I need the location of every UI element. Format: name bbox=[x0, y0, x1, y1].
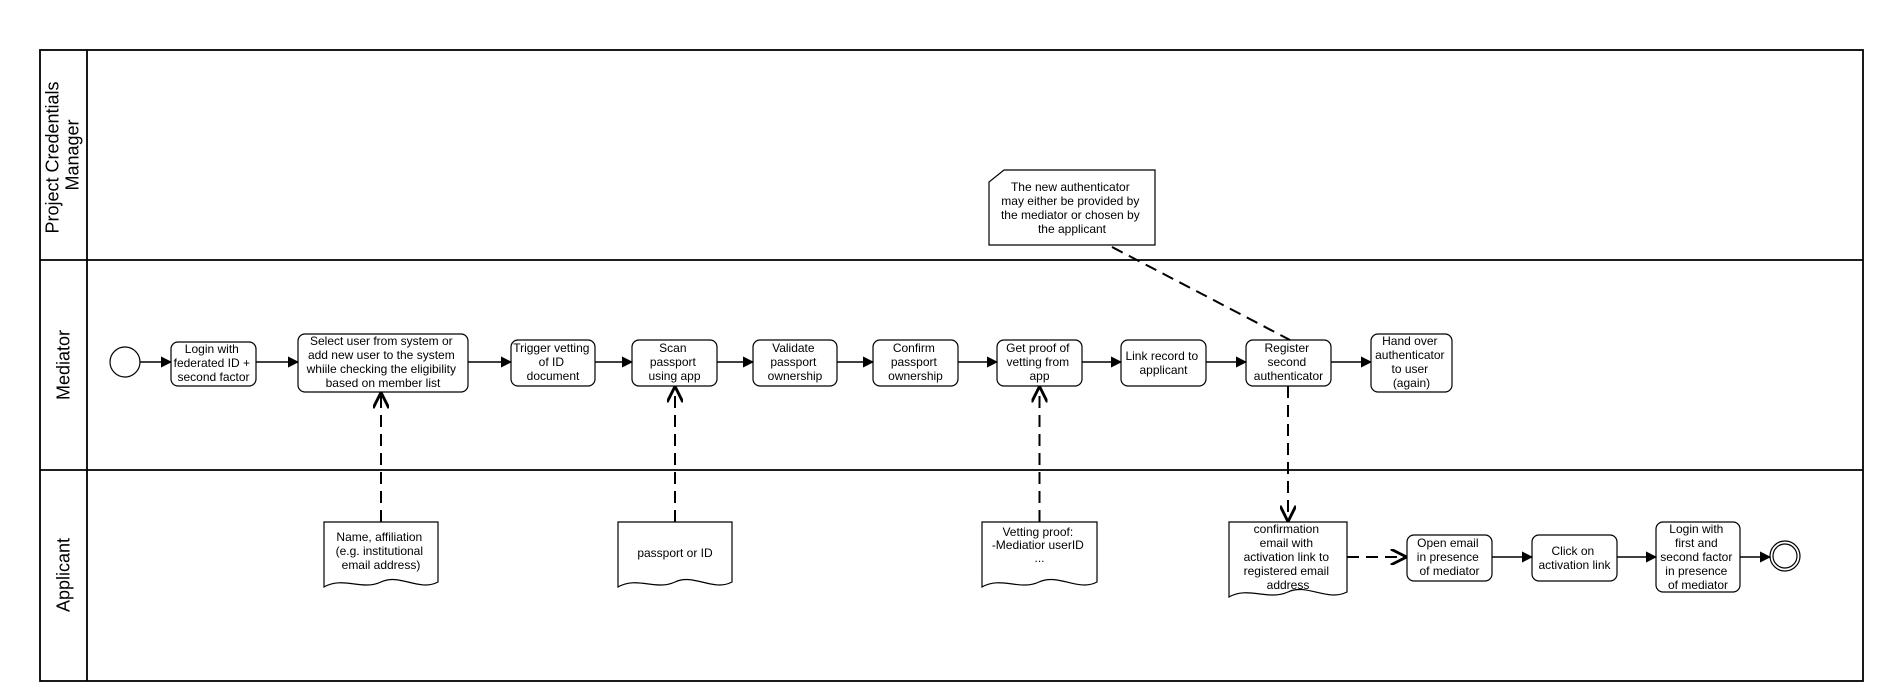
task-confirm-passport: Confirm passport ownership bbox=[872, 339, 959, 387]
svg-text:Link record to applicant: Link record to applicant bbox=[1125, 349, 1201, 377]
svg-text:Vetting proof: -Mediatio: Vetting proof: -Mediatior userID ... bbox=[992, 525, 1087, 565]
lane-label-project-credentials-manager: Project Credentials Manager bbox=[43, 76, 83, 233]
task-trigger-vetting: Trigger vetting of ID document bbox=[510, 339, 596, 387]
lane-label-mediator: Mediator bbox=[54, 330, 74, 400]
svg-text:Get proof of vetting fro: Get proof of vetting from app bbox=[1006, 341, 1073, 383]
svg-text:Register second au: Register second authenticator bbox=[1254, 341, 1323, 383]
svg-text:Select user from system or: Select user from system or add new user … bbox=[306, 334, 460, 390]
svg-text:passport or ID: passport or ID bbox=[637, 546, 713, 560]
task-login-federated: Login with federated ID + second factor bbox=[170, 341, 257, 387]
data-object-name-affiliation: Name, affiliation (e.g. institutional em… bbox=[323, 521, 439, 589]
data-object-passport-or-id: passport or ID bbox=[617, 521, 733, 589]
task-select-user: Select user from system or add new user … bbox=[297, 333, 469, 393]
svg-text:Hand over authenticator: Hand over authenticator to user (again) bbox=[1375, 334, 1448, 390]
svg-text:Login with first and: Login with first and second factor in pr… bbox=[1660, 522, 1735, 592]
assoc-annotation-to-register bbox=[1111, 246, 1291, 341]
task-link-record: Link record to applicant bbox=[1120, 339, 1207, 387]
task-hand-over: Hand over authenticator to user (again) bbox=[1370, 333, 1453, 393]
svg-text:Confirm passport o: Confirm passport ownership bbox=[888, 341, 943, 383]
svg-text:Open email in presence: Open email in presence of mediator bbox=[1417, 536, 1482, 578]
task-get-proof: Get proof of vetting from app bbox=[996, 339, 1083, 387]
task-click-activation: Click on activation link bbox=[1531, 534, 1618, 582]
end-event-inner bbox=[1772, 543, 1798, 569]
svg-text:confirmation email with: confirmation email with activation link … bbox=[1244, 522, 1333, 592]
svg-text:Login with federated ID: Login with federated ID + second factor bbox=[174, 342, 254, 384]
annotation-new-authenticator: The new authenticator may either be prov… bbox=[988, 169, 1156, 246]
data-object-confirmation-email: confirmation email with activation link … bbox=[1228, 521, 1348, 599]
data-object-vetting-proof: Vetting proof: -Mediatior userID ... bbox=[981, 521, 1098, 589]
svg-text:Trigger vetting of ID: Trigger vetting of ID document bbox=[513, 341, 593, 383]
lane-label-applicant: Applicant bbox=[54, 538, 74, 612]
task-register-second: Register second authenticator bbox=[1245, 339, 1332, 387]
task-scan-passport: Scan passport using app bbox=[631, 339, 718, 387]
task-open-email: Open email in presence of mediator bbox=[1406, 534, 1493, 582]
svg-text:Name, affiliation (e.g.: Name, affiliation (e.g. institutional em… bbox=[336, 530, 427, 572]
task-login-first-second: Login with first and second factor in pr… bbox=[1655, 521, 1741, 593]
task-validate-passport: Validate passport ownership bbox=[752, 339, 838, 387]
start-event bbox=[109, 346, 141, 378]
svg-text:Validate passport: Validate passport ownership bbox=[768, 341, 823, 383]
pool-border bbox=[39, 49, 1864, 682]
svg-text:Scan passport usin: Scan passport using app bbox=[648, 341, 700, 383]
svg-text:Click on activation link: Click on activation link bbox=[1538, 544, 1611, 572]
svg-text:The new authenticator ma: The new authenticator may either be prov… bbox=[1001, 180, 1143, 236]
